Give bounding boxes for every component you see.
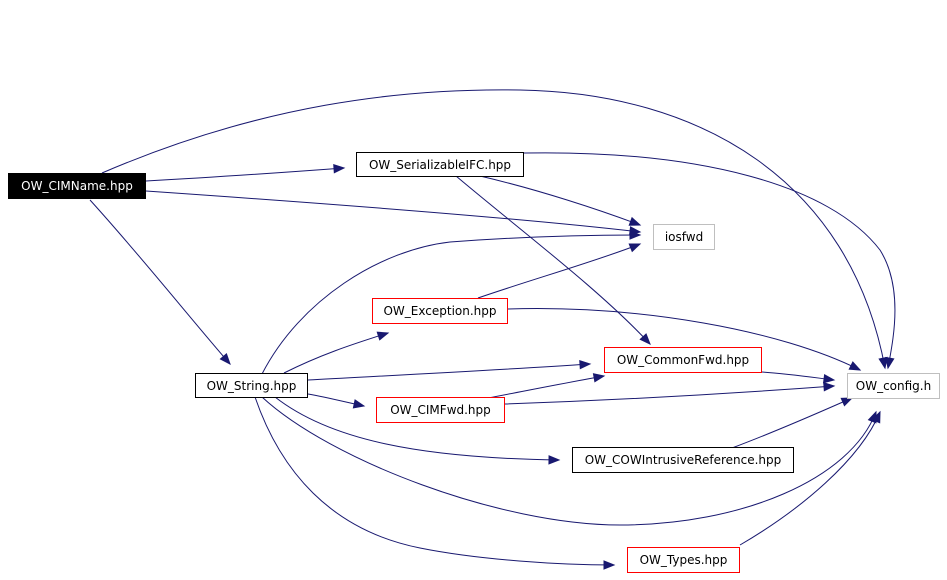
node-string[interactable]: OW_String.hpp xyxy=(195,373,308,398)
edge-cimfwd-to-commonfwd-arrowhead xyxy=(592,373,606,383)
edge-commonfwd-to-config-arrowhead xyxy=(822,373,836,384)
edge-serializable-to-iosfwd xyxy=(479,175,641,226)
edge-string-to-commonfwd-arrowhead xyxy=(579,359,592,370)
edge-cimname-to-serializable-arrowhead xyxy=(333,164,346,174)
node-serializableifc[interactable]: OW_SerializableIFC.hpp xyxy=(356,152,524,177)
edge-types-to-config xyxy=(739,411,881,546)
edge-exception-to-config xyxy=(507,308,861,371)
node-config: OW_config.h xyxy=(847,373,940,399)
edge-cimname-to-config-arrowhead xyxy=(878,356,888,370)
edge-exception-to-iosfwd xyxy=(477,243,641,299)
edge-string-to-config xyxy=(261,396,877,526)
edge-serializable-to-iosfwd-arrowhead xyxy=(628,216,642,226)
node-iosfwd: iosfwd xyxy=(653,224,715,250)
node-cimname: OW_CIMName.hpp xyxy=(8,173,146,199)
edge-string-to-types xyxy=(254,396,615,566)
edge-cow-to-config-arrowhead xyxy=(840,397,854,407)
node-exception[interactable]: OW_Exception.hpp xyxy=(372,298,508,324)
edge-exception-to-iosfwd-arrowhead xyxy=(628,243,642,253)
edge-types-to-config-arrowhead xyxy=(871,410,881,424)
edge-cimname-to-string xyxy=(89,199,231,365)
node-cowintrusivereference[interactable]: OW_COWIntrusiveReference.hpp xyxy=(572,447,794,473)
edge-string-to-iosfwd xyxy=(261,234,641,375)
node-commonfwd[interactable]: OW_CommonFwd.hpp xyxy=(604,347,762,373)
edge-cimfwd-to-config xyxy=(504,385,835,405)
edge-cimname-to-config xyxy=(101,89,886,369)
edge-string-to-exception-arrowhead xyxy=(376,331,390,341)
edge-serializable-to-config xyxy=(523,152,896,369)
edge-string-to-iosfwd-arrowhead xyxy=(629,230,642,240)
edge-serializable-to-commonfwd xyxy=(455,175,651,345)
edge-commonfwd-to-config xyxy=(761,371,835,381)
edge-string-to-types-arrowhead xyxy=(603,560,616,570)
edge-cimfwd-to-config-arrowhead xyxy=(823,382,836,392)
edge-layer xyxy=(89,89,896,570)
edge-exception-to-config-arrowhead xyxy=(848,361,862,371)
node-cimfwd[interactable]: OW_CIMFwd.hpp xyxy=(376,397,505,423)
edge-cimname-to-serializable xyxy=(145,167,345,182)
edge-string-to-commonfwd xyxy=(307,363,591,381)
edge-serializable-to-config-arrowhead xyxy=(885,356,895,370)
node-types[interactable]: OW_Types.hpp xyxy=(627,547,740,573)
edge-cimname-to-string-arrowhead xyxy=(219,352,231,366)
edge-string-to-cow xyxy=(274,396,560,461)
edge-string-to-cimfwd-arrowhead xyxy=(352,399,366,409)
edge-serializable-to-commonfwd-arrowhead xyxy=(639,333,651,345)
edge-string-to-exception xyxy=(283,332,389,374)
edge-cimname-to-iosfwd xyxy=(145,190,641,233)
edge-cimfwd-to-commonfwd xyxy=(487,375,605,399)
edge-string-to-cow-arrowhead xyxy=(548,455,561,465)
edge-cow-to-config xyxy=(731,397,853,449)
